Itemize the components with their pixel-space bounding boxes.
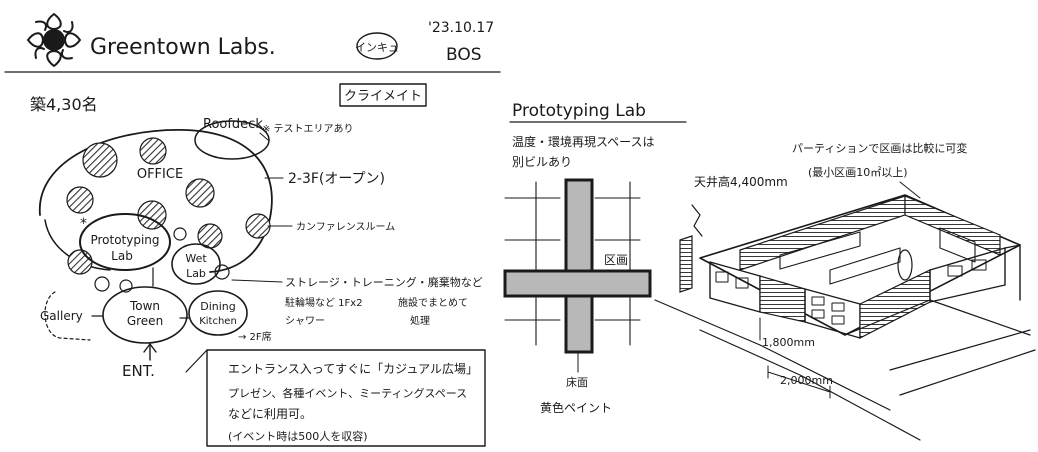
interview-tag-circle	[356, 32, 398, 60]
floors-note: 2-3F(オープン)	[288, 171, 385, 187]
gallery-label: Gallery	[40, 309, 83, 323]
storage-note-2b: 施設でまとめて	[398, 296, 468, 309]
prototyping-outline	[79, 213, 171, 271]
storage-note-3b: 処理	[410, 314, 430, 327]
dining-note: → 2F席	[238, 330, 272, 343]
towngreen-label-1: Town	[129, 299, 160, 313]
area-note: 築4,30名	[30, 95, 98, 114]
svg-text:*: *	[80, 216, 87, 232]
partition-note-2: (最小区画10㎡以上)	[808, 166, 908, 179]
callout-line-3: などに利用可。	[228, 407, 312, 421]
floor-paint-2: 黄色ペイント	[540, 401, 612, 415]
client-label-box	[339, 83, 427, 107]
storage-note-3a: シャワー	[285, 316, 325, 327]
lab-note-2: 別ビルあり	[512, 155, 572, 169]
office-label: OFFICE	[137, 167, 183, 182]
dining-label-2: Kitchen	[199, 316, 237, 327]
towngreen-label-2: Green	[127, 314, 163, 328]
wetlab-label-2: Lab	[186, 267, 206, 280]
interview-tag: インキュ	[355, 41, 399, 54]
location-label: BOS	[446, 45, 482, 65]
floor-paint-1: 床面	[566, 375, 588, 389]
dim-1800: 1,800mm	[762, 336, 815, 349]
callout-line-2: プレゼン、各種イベント、ミーティングスペース	[228, 386, 467, 400]
prototyping-label-1: Prototyping	[90, 233, 159, 247]
dim-2000: 2,000mm	[780, 374, 833, 387]
lab-title: Prototyping Lab	[512, 101, 646, 121]
prototyping-label-2: Lab	[111, 249, 133, 263]
lab-note-1: 温度・環境再現スペースは	[512, 134, 655, 149]
ceiling-height: 天井高4,400mm	[694, 174, 788, 189]
client-label: クライメイト	[344, 89, 422, 104]
date-label: '23.10.17	[428, 20, 494, 36]
roofdeck-label: Roofdeck	[203, 117, 263, 132]
callout-box	[206, 349, 486, 447]
partition-note-1: パーティションで区画は比較に可変	[792, 141, 967, 155]
dining-label-1: Dining	[200, 300, 236, 313]
wetlab-label-1: Wet	[185, 252, 207, 265]
entrance-label: ENT.	[122, 362, 155, 380]
roofdeck-outline	[194, 120, 270, 160]
greentown-logo-icon	[27, 13, 81, 67]
partition-label: 区画	[604, 253, 628, 267]
callout-line-4: (イベント時は500人を収容)	[228, 429, 368, 443]
dining-outline	[188, 290, 248, 336]
roofdeck-note: ※ テストエリアあり	[262, 123, 354, 135]
company-name: Greentown Labs.	[90, 35, 276, 60]
wetlab-outline	[171, 243, 221, 285]
towngreen-outline	[102, 286, 188, 344]
partition-grid	[503, 178, 652, 354]
storage-note-1: ストレージ・トレーニング・廃棄物など	[285, 275, 483, 289]
storage-note-2a: 駐輪場など 1Fx2	[285, 296, 363, 309]
office-outline	[39, 129, 273, 273]
callout-line-1: エントランス入ってすぐに「カジュアル広場」	[228, 362, 478, 376]
conference-label: カンファレンスルーム	[296, 221, 395, 233]
lab-isometric-sketch	[654, 194, 1036, 441]
